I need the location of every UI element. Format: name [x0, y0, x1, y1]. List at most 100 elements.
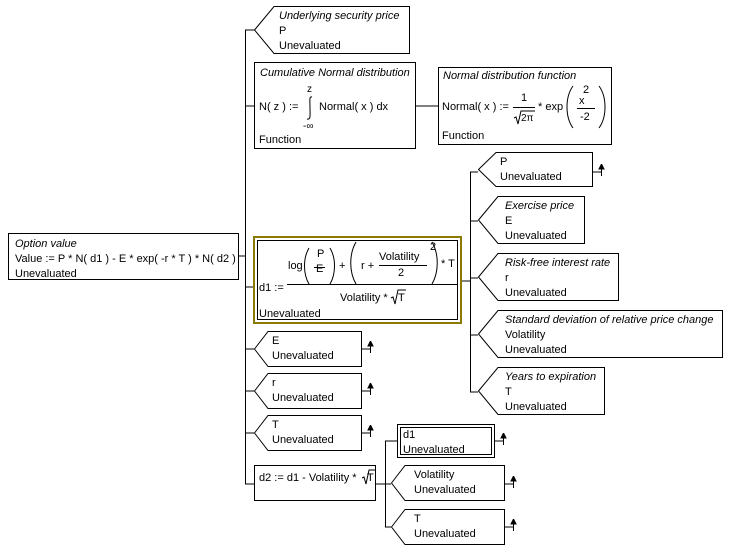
node-status: Unevaluated	[403, 444, 465, 456]
d1-input-years-to-expiration[interactable]: Years to expiration T Unevaluated	[477, 367, 605, 415]
node-status: Unevaluated	[279, 40, 341, 52]
exp-numerator: x	[579, 95, 585, 107]
node-name: P	[500, 156, 508, 168]
half-denominator: 2	[398, 267, 405, 279]
node-name: r	[505, 272, 509, 284]
integral-sign-icon	[306, 96, 313, 120]
paren-group	[350, 241, 438, 285]
d2-node[interactable]: d2 := d1 - Volatility * T	[254, 465, 376, 501]
node-title: Standard deviation of relative price cha…	[505, 314, 714, 326]
node-formula: d2 := d1 - Volatility *	[259, 472, 357, 484]
formula-lhs: Normal( x ) :=	[442, 101, 509, 113]
d1-input-risk-free-rate[interactable]: Risk-free interest rate r Unevaluated	[477, 253, 619, 301]
node-name: r	[272, 377, 276, 389]
node-status: Unevaluated	[272, 350, 334, 362]
node-title: Cumulative Normal distribution	[260, 67, 410, 79]
times-T: * T	[441, 258, 455, 270]
node-outline	[477, 253, 619, 301]
node-status: Unevaluated	[505, 401, 567, 413]
node-status: Function	[259, 134, 302, 146]
arrow-up-icon[interactable]	[367, 383, 375, 395]
node-formula: Value := P * N( d1 ) - E * exp( -r * T )…	[15, 253, 236, 265]
arrow-up-icon[interactable]	[367, 341, 375, 353]
fraction-sqrt	[513, 107, 535, 125]
ratio-denominator: E	[316, 263, 324, 275]
node-status: Unevaluated	[259, 308, 321, 320]
volatility-power: 2	[430, 241, 437, 253]
node-name: d1	[403, 429, 416, 441]
node-status: Unevaluated	[272, 392, 334, 404]
arrow-up-icon[interactable]	[510, 519, 518, 531]
node-status: Unevaluated	[272, 434, 334, 446]
arrow-up-icon[interactable]	[510, 476, 518, 488]
d1-input-volatility[interactable]: Standard deviation of relative price cha…	[477, 310, 723, 358]
node-status: Unevaluated	[414, 528, 476, 540]
node-outline	[253, 331, 362, 367]
sqrt-sign-icon	[390, 289, 406, 305]
d2-input-d1[interactable]: d1 Unevaluated	[397, 424, 495, 458]
arrow-up-icon[interactable]	[598, 164, 606, 176]
node-name: E	[505, 215, 513, 227]
node-name: T	[272, 419, 279, 431]
d2-input-T[interactable]: T Unevaluated	[390, 509, 505, 545]
arrow-up-icon[interactable]	[500, 433, 508, 445]
denominator-volatility: Volatility *	[340, 292, 388, 304]
node-outline	[477, 152, 593, 187]
integral-lower: -∞	[303, 121, 314, 132]
node-title: Exercise price	[505, 200, 575, 212]
node-name: E	[272, 335, 280, 347]
leaf-r[interactable]: r Unevaluated	[253, 373, 362, 409]
node-status: Function	[442, 130, 485, 142]
paren-group	[566, 85, 606, 129]
node-title: Risk-free interest rate	[505, 257, 611, 269]
sqrt-sign-icon	[361, 469, 376, 485]
node-outline	[253, 415, 362, 451]
ratio-numerator: P	[317, 248, 325, 260]
node-outline	[390, 509, 505, 545]
node-title: Years to expiration	[505, 371, 597, 383]
node-name: Volatility	[505, 329, 546, 341]
underlying-price-node[interactable]: Underlying security price P Unevaluated	[253, 6, 410, 54]
arrow-up-icon[interactable]	[367, 425, 375, 437]
sqrt-argument: T	[367, 472, 374, 484]
d1-input-exercise-price[interactable]: Exercise price E Unevaluated	[477, 196, 585, 244]
node-title: Underlying security price	[279, 10, 400, 22]
main-fraction-bar	[287, 284, 457, 285]
node-title: Normal distribution function	[443, 70, 577, 82]
node-status: Unevaluated	[500, 171, 562, 183]
node-status: Unevaluated	[414, 484, 476, 496]
frac-denominator: 2π	[521, 113, 534, 124]
leaf-T[interactable]: T Unevaluated	[253, 415, 362, 451]
exp-denominator: -2	[580, 111, 590, 123]
integral-upper: z	[307, 84, 312, 95]
node-title: Option value	[15, 238, 77, 250]
formula-lhs: N( z ) :=	[259, 101, 299, 113]
exp-power: 2	[583, 84, 590, 96]
leaf-E[interactable]: E Unevaluated	[253, 331, 362, 367]
plus-sign: +	[339, 260, 346, 272]
option-value-node[interactable]: Option value Value := P * N( d1 ) - E * …	[8, 233, 239, 280]
node-outline	[477, 310, 723, 358]
node-outline	[253, 6, 410, 54]
node-name: P	[279, 25, 287, 37]
log-label: log	[288, 260, 303, 272]
paren-group	[304, 247, 335, 285]
d2-input-volatility[interactable]: Volatility Unevaluated	[390, 465, 505, 501]
node-outline	[477, 196, 585, 244]
frac-numerator: 1	[520, 92, 528, 104]
cumulative-normal-node[interactable]: Cumulative Normal distribution N( z ) :=…	[254, 62, 416, 149]
node-status: Unevaluated	[505, 287, 567, 299]
node-status: Unevaluated	[505, 344, 567, 356]
d1-input-P[interactable]: P Unevaluated	[477, 152, 593, 187]
formula-lhs: d1 :=	[259, 282, 284, 294]
normal-distribution-node[interactable]: Normal distribution function Normal( x )…	[438, 67, 612, 145]
d1-node[interactable]: d1 := log P E + r + Volatility 2 2 * T V…	[253, 236, 462, 324]
node-name: T	[505, 386, 512, 398]
volatility-term: Volatility	[379, 251, 420, 263]
node-outline	[390, 465, 505, 501]
formula-mid: * exp	[538, 101, 564, 113]
node-outline	[477, 367, 605, 415]
node-status: Unevaluated	[505, 230, 567, 242]
denominator-T: T	[398, 292, 405, 304]
